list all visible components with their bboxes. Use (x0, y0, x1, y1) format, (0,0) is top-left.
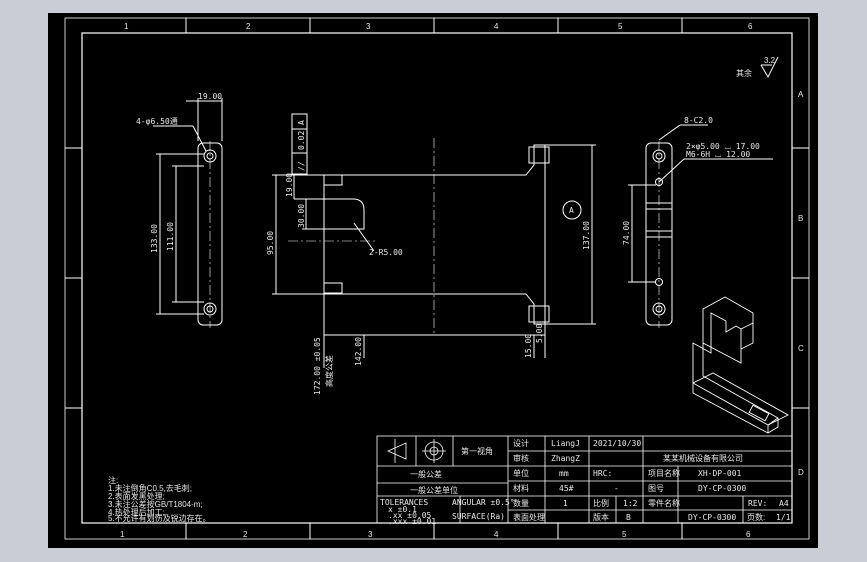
dim-left-133: 133.00 (150, 224, 159, 253)
note-0: 注: (108, 475, 118, 485)
label-design: 设计 (513, 438, 529, 448)
sheet-size: A4 (779, 499, 789, 508)
tolerances-title: TOLERANCES (380, 498, 428, 507)
datum-a: A (569, 206, 574, 215)
inner-frame (81, 32, 793, 524)
note-2: 2.表面发黑处理; (108, 491, 165, 501)
tolerance-symbol: // (297, 161, 306, 171)
dim-left-111: 111.00 (166, 222, 175, 251)
scale-label: 比例 (593, 498, 609, 508)
dim-30: 30.00 (297, 204, 306, 228)
row-a: A (798, 90, 804, 99)
angular-tol: ANGULAR ±0.5° (452, 498, 515, 507)
roughness-label: 其余 (736, 68, 752, 78)
col-3-bottom: 3 (368, 530, 373, 539)
row-c: C (798, 344, 804, 353)
col-2: 2 (246, 22, 251, 31)
title-block (376, 435, 793, 524)
note-1: 1.未注倒角C0.5,去毛刺; (108, 483, 192, 493)
dim-142: 142.00 (354, 337, 363, 366)
dim-137: 137.00 (582, 221, 591, 250)
roughness-value: 3.2 (764, 56, 776, 65)
surface-ra: SURFACE(Ra) (452, 512, 505, 521)
frame-labels: 1 2 3 4 5 6 1 2 3 4 5 6 A B C D (120, 22, 804, 539)
hrc-label: HRC: (593, 469, 612, 478)
page-number: 1/1 (776, 513, 791, 522)
dim-95: 95.00 (266, 231, 275, 255)
tol-xx: .xx ±0.05 (388, 511, 432, 520)
tol-x: x ±0.1 (388, 505, 417, 514)
part-label: 零件名称 (648, 498, 680, 508)
col-5-bottom: 5 (622, 530, 627, 539)
hole-note-2: M6-6H ⌴ 12.00 (686, 150, 750, 159)
company-name: 某某机械设备有限公司 (663, 453, 743, 463)
tech-notes: 注: 1.未注倒角C0.5,去毛刺; 2.表面发黑处理; 3.未注公差按GB/T… (108, 475, 211, 523)
label-check: 审核 (513, 453, 529, 463)
dim-172: 172.00 ±0.05 (313, 337, 322, 395)
col-2-bottom: 2 (243, 530, 248, 539)
right-view (628, 124, 773, 328)
label-qty: 数量 (513, 498, 529, 508)
label-surface: 表面处理 (513, 512, 545, 522)
col-1-bottom: 1 (120, 530, 125, 539)
drawing-label: 图号 (648, 484, 664, 493)
left-view (153, 98, 223, 328)
col-1: 1 (124, 22, 129, 31)
drawing-number: DY-CP-0300 (698, 484, 746, 493)
version-label: 版本 (593, 512, 609, 522)
dim-5: 5.00 (535, 324, 544, 343)
radius-note: 2-R5.00 (369, 248, 403, 257)
quantity: 1 (563, 499, 568, 508)
tolerance-value: 0.02 (297, 131, 306, 150)
col-3: 3 (366, 22, 371, 31)
drawing-sheet: 1 2 3 4 5 6 1 2 3 4 5 6 A B C D 其余 3.2 1… (48, 13, 818, 548)
hrc-value: - (614, 484, 619, 493)
project: XH-DP-001 (698, 469, 742, 478)
col-5: 5 (618, 22, 623, 31)
col-4-bottom: 4 (494, 530, 499, 539)
isometric-view (692, 296, 789, 434)
tolerance-datum: A (297, 120, 306, 125)
note-5: 5.不允许有划伤及锐边存在。 (108, 513, 211, 523)
label-unit: 单位 (513, 468, 529, 478)
scale: 1:2 (623, 499, 638, 508)
version: B (626, 513, 631, 522)
chamfer-note: 8-C2.0 (684, 116, 713, 125)
page-label: 页数: (747, 512, 765, 522)
rev-label: REV: (748, 499, 767, 508)
col-6-bottom: 6 (746, 530, 751, 539)
col-4: 4 (494, 22, 499, 31)
col-6: 6 (748, 22, 753, 31)
label-material: 材料 (513, 483, 529, 493)
cad-drawing: 1 2 3 4 5 6 1 2 3 4 5 6 A B C D 其余 3.2 1… (64, 17, 810, 540)
material: 45# (559, 484, 574, 493)
projection-label: 第一视角 (461, 446, 493, 456)
project-label: 项目名称 (648, 468, 680, 478)
unit: mm (559, 469, 569, 478)
unit-label: 一般公差 (410, 469, 442, 479)
checker: ZhangZ (551, 454, 580, 463)
part-number: DY-CP-0300 (688, 513, 736, 522)
unit-value: 一般公差单位 (410, 485, 458, 495)
date: 2021/10/30 (593, 439, 641, 448)
designer: LiangJ (551, 439, 580, 448)
note-4: 4.热处理后加工; (108, 507, 165, 517)
hole-note-1: 2×φ5.00 ⌴ 17.00 (686, 142, 760, 151)
left-hole-note: 4-φ6.50通 (136, 116, 178, 126)
row-b: B (798, 214, 803, 223)
row-d: D (798, 468, 804, 477)
tol-xxx: .xxx ±0.01 (388, 517, 436, 526)
dim-left-width: 19.00 (198, 92, 222, 101)
note-3: 3.未注公差按GB/T1804-m; (108, 499, 203, 509)
front-view (272, 113, 596, 368)
height-note: 高度公差 (324, 355, 334, 387)
dim-15: 15.00 (524, 334, 533, 358)
dim-19: 19.00 (285, 173, 294, 197)
dim-74: 74.00 (622, 221, 631, 245)
